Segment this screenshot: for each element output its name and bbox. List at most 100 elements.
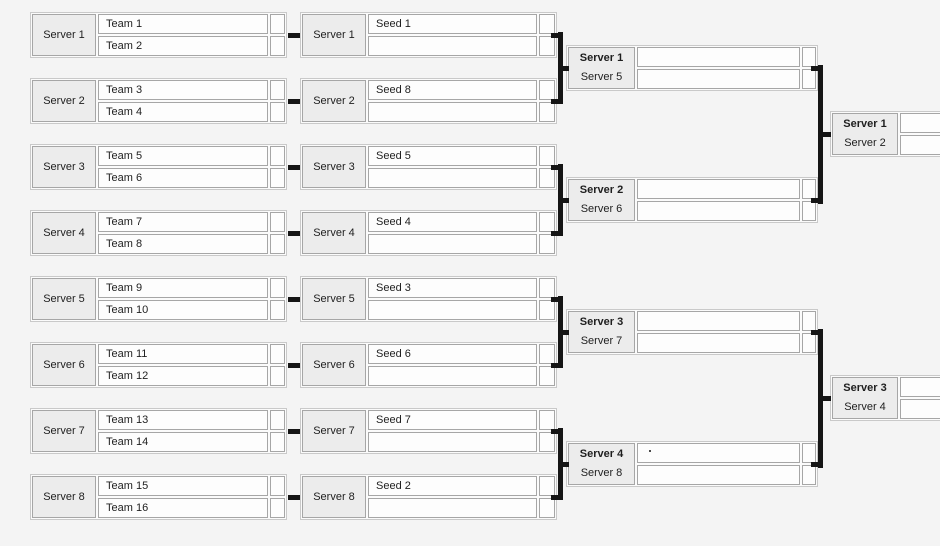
score-cell	[270, 212, 285, 232]
score-cell	[270, 168, 285, 188]
match-block-r3-4: Server 4 Server 8	[566, 441, 818, 487]
team-slot: Team 9	[98, 278, 268, 298]
server-pair-label: Server 3 Server 7	[568, 311, 635, 353]
connector-dash	[288, 33, 300, 38]
match-block-r1-4: Server 4 Team 7 Team 8	[30, 210, 287, 256]
team-slot: Team 14	[98, 432, 268, 452]
connector-dash	[288, 297, 300, 302]
team-slot: Team 5	[98, 146, 268, 166]
winner-slot	[900, 113, 940, 133]
winner-slot	[637, 201, 800, 221]
score-cell	[539, 14, 555, 34]
score-cell	[270, 432, 285, 452]
server-label: Server 6	[32, 344, 96, 386]
score-cell	[539, 344, 555, 364]
connector-stub	[811, 462, 818, 467]
connector-stub	[551, 165, 558, 170]
connector-stub	[811, 66, 818, 71]
winner-slot	[637, 69, 800, 89]
winner-slot	[637, 311, 800, 331]
seed-slot	[368, 168, 537, 188]
match-block-r3-3: Server 3 Server 7	[566, 309, 818, 355]
score-cell	[539, 212, 555, 232]
connector-stub	[551, 429, 558, 434]
server-label: Server 7	[32, 410, 96, 452]
server-label: Server 3	[579, 316, 624, 328]
match-block-r2-1: Server 1 Seed 1	[300, 12, 557, 58]
team-slot: Team 1	[98, 14, 268, 34]
seed-slot	[368, 300, 537, 320]
winner-slot	[637, 47, 800, 67]
match-block-r1-1: Server 1 Team 1 Team 2	[30, 12, 287, 58]
score-cell	[802, 179, 816, 199]
connector-stub	[563, 462, 569, 467]
score-cell	[539, 476, 555, 496]
server-label: Server 6	[302, 344, 366, 386]
server-label: Server 5	[580, 71, 623, 83]
score-cell	[539, 168, 555, 188]
team-slot: Team 11	[98, 344, 268, 364]
score-cell	[539, 278, 555, 298]
server-label: Server 1	[32, 14, 96, 56]
seed-slot	[368, 102, 537, 122]
server-label: Server 2	[844, 137, 886, 149]
connector-stub	[551, 297, 558, 302]
server-label: Server 2	[32, 80, 96, 122]
stray-mark	[649, 450, 651, 452]
winner-slot	[900, 135, 940, 155]
connector-vline	[818, 329, 823, 468]
server-label: Server 4	[302, 212, 366, 254]
score-cell	[270, 476, 285, 496]
score-cell	[539, 498, 555, 518]
match-block-r2-7: Server 7 Seed 7	[300, 408, 557, 454]
seed-slot	[368, 498, 537, 518]
score-cell	[270, 146, 285, 166]
match-block-r2-8: Server 8 Seed 2	[300, 474, 557, 520]
server-pair-label: Server 3 Server 4	[832, 377, 898, 419]
score-cell	[539, 102, 555, 122]
score-cell	[270, 300, 285, 320]
connector-vline	[558, 296, 563, 368]
score-cell	[270, 14, 285, 34]
score-cell	[539, 146, 555, 166]
score-cell	[802, 333, 816, 353]
connector-stub	[563, 330, 569, 335]
server-label: Server 4	[32, 212, 96, 254]
score-cell	[539, 36, 555, 56]
connector-stub	[563, 66, 569, 71]
server-pair-label: Server 1 Server 2	[832, 113, 898, 155]
seed-slot: Seed 5	[368, 146, 537, 166]
connector-dash	[288, 165, 300, 170]
connector-stub	[811, 198, 818, 203]
score-cell	[270, 102, 285, 122]
seed-slot: Seed 3	[368, 278, 537, 298]
connector-stub	[551, 363, 558, 368]
server-label: Server 3	[32, 146, 96, 188]
winner-slot	[637, 443, 800, 463]
seed-slot	[368, 36, 537, 56]
team-slot: Team 2	[98, 36, 268, 56]
connector-stub	[551, 231, 558, 236]
server-pair-label: Server 2 Server 6	[568, 179, 635, 221]
connector-dash	[288, 363, 300, 368]
score-cell	[539, 234, 555, 254]
server-label: Server 6	[580, 203, 623, 215]
score-cell	[539, 80, 555, 100]
match-block-r4-2: Server 3 Server 4	[830, 375, 940, 421]
score-cell	[539, 410, 555, 430]
winner-slot	[637, 179, 800, 199]
match-block-r1-3: Server 3 Team 5 Team 6	[30, 144, 287, 190]
match-block-r2-3: Server 3 Seed 5	[300, 144, 557, 190]
score-cell	[270, 366, 285, 386]
score-cell	[270, 410, 285, 430]
score-cell	[539, 432, 555, 452]
server-label: Server 1	[843, 118, 887, 130]
team-slot: Team 10	[98, 300, 268, 320]
seed-slot: Seed 1	[368, 14, 537, 34]
connector-stub	[551, 99, 558, 104]
server-pair-label: Server 1 Server 5	[568, 47, 635, 89]
seed-slot	[368, 234, 537, 254]
server-label: Server 4	[579, 448, 624, 460]
match-block-r1-2: Server 2 Team 3 Team 4	[30, 78, 287, 124]
